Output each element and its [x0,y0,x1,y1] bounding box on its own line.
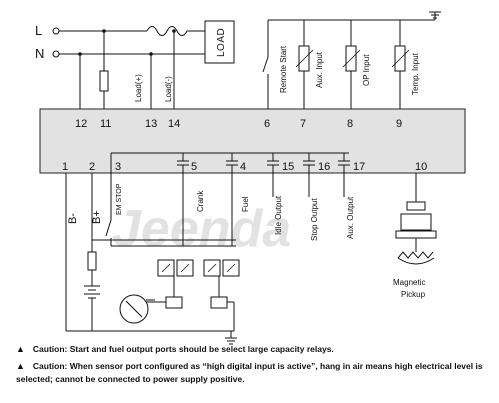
battery-fuse [87,251,97,271]
pickup-flywheel-arc [397,257,435,265]
load-minus-label: Load(-) [164,76,173,102]
fuel-relay-switch-mark [226,263,236,273]
magnetic-pickup: Magnetic Pickup [393,173,437,299]
temp-input-variable-mark [391,49,410,68]
input-sensors: Remote Start Aux. Input OP Input Temp. I… [262,11,441,109]
op-input-variable-mark [342,49,361,68]
junction-live-load [172,29,176,33]
caution-note-sensor-port: ▲Caution: When sensor port configured as… [16,360,488,385]
em-stop-label: EM STOP [116,183,123,215]
op-input-label: OP Input [362,54,371,86]
pickup-body [400,213,432,231]
terminal-7: 7 [300,118,306,130]
controller: 12 11 13 14 6 7 8 9 1 2 3 5 4 15 16 17 1… [39,108,466,174]
fuse-11 [99,70,109,92]
idle-output-label: Idle Output [274,195,283,235]
junction-neutral-12 [78,52,82,56]
pickup-connector [406,201,426,211]
junction-live-11 [102,29,106,33]
crank-relay-switch-mark [180,263,190,273]
battery-positive-label: B+ [91,210,103,224]
terminal-16: 16 [318,161,330,173]
aux-output-label: Aux. Output [346,196,355,239]
caution-text-start-fuel: Caution: Start and fuel output ports sho… [32,344,334,354]
aux-input-variable-mark [295,49,314,68]
battery-start-circuit: B- B+ [65,173,240,345]
pickup-gear-icon [397,251,434,259]
pickup-nut [395,230,437,239]
crank-label: Crank [196,190,205,212]
warning-icon: ▲ [16,344,25,354]
terminal-17: 17 [353,161,365,173]
starter-motor-mark [125,300,143,318]
magnetic-pickup-label-line1: Magnetic [393,278,425,287]
terminal-9: 9 [396,118,402,130]
crank-relay-coil-mark [161,263,171,273]
load-box-label: LOAD [216,28,227,57]
junction-neutral-load [149,52,153,56]
watermark: Jeenda [112,200,291,258]
battery-negative-label: B- [67,213,79,224]
terminal-14: 14 [168,118,180,130]
terminal-11: 11 [100,118,111,130]
warning-icon: ▲ [16,361,25,371]
aux-input-label: Aux. Input [315,51,324,88]
mains-and-load: L N LOAD Load(+) Load(-) [35,20,235,109]
remote-start-label: Remote Start [279,45,288,93]
fuel-relay-output [210,296,228,309]
terminal-15: 15 [282,161,294,173]
live-rail-label: L [35,23,42,38]
live-terminal-dot [52,27,60,35]
load-plus-label: Load(+) [134,74,143,102]
inductor-coil [146,26,188,36]
load-box [204,20,235,64]
crank-relay-output [165,296,183,309]
fuel-relay-coil-mark [207,263,217,273]
temp-input-label: Temp. Input [411,52,420,95]
terminal-6: 6 [264,118,270,130]
terminal-10: 10 [415,161,427,173]
emergency-stop-switch [105,219,112,237]
fuel-label: Fuel [241,196,250,212]
terminal-8: 8 [347,118,353,130]
terminal-3: 3 [115,161,121,173]
neutral-rail-label: N [35,46,44,61]
magnetic-pickup-label-line2: Pickup [401,290,426,299]
terminal-12: 12 [75,118,87,130]
remote-start-switch [262,56,269,73]
terminal-5: 5 [191,161,197,173]
neutral-terminal-dot [52,50,60,58]
terminal-2: 2 [89,161,95,173]
stop-output-label: Stop Output [310,198,319,241]
output-wiring: EM STOP Crank Fuel Idle Output Stop Outp… [105,152,355,246]
terminal-4: 4 [240,161,246,173]
terminal-1: 1 [62,161,68,173]
caution-note-start-fuel: ▲ Caution: Start and fuel output ports sh… [16,343,488,356]
terminal-13: 13 [145,118,157,130]
caution-text-sensor-port: Caution: When sensor port configured as … [16,361,483,385]
